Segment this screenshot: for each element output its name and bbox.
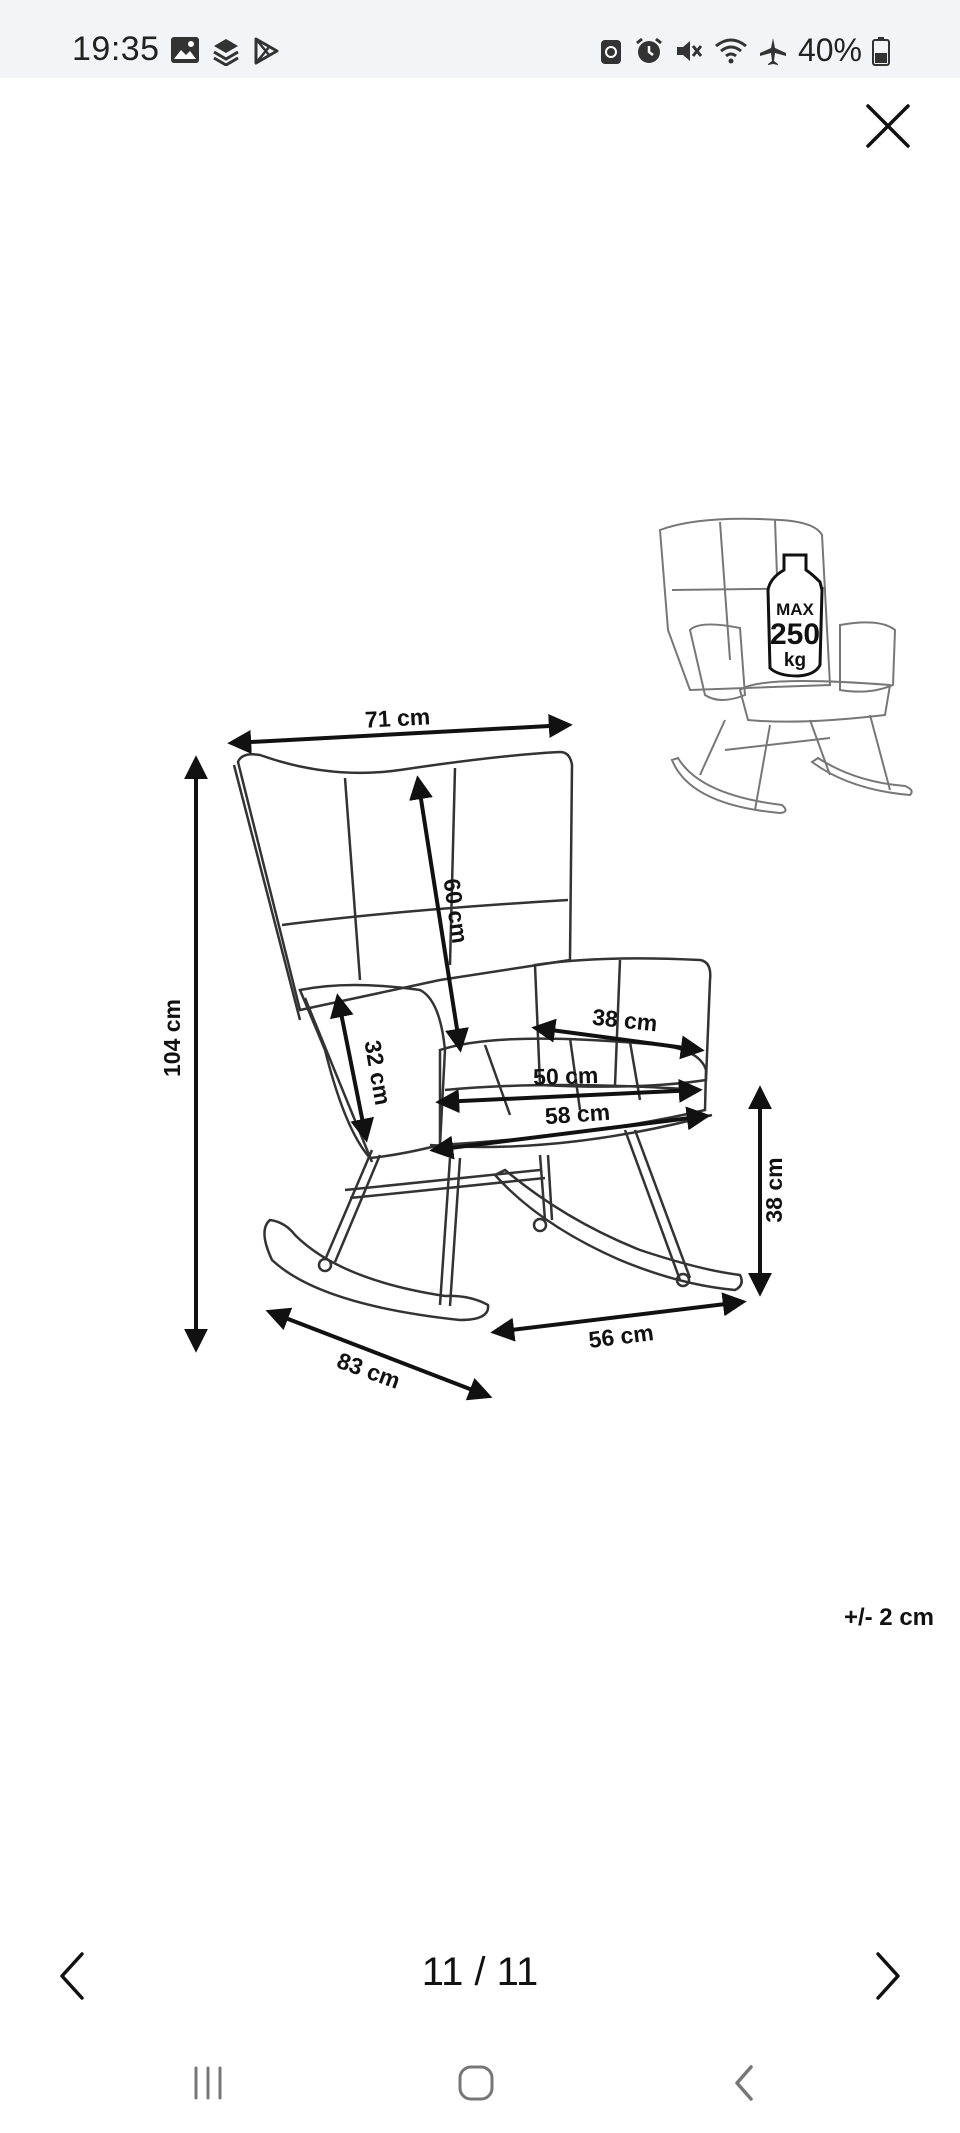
dim-seat-height: 38 cm <box>761 1157 787 1222</box>
dim-seat-width-outer: 58 cm <box>544 1099 611 1129</box>
image-counter: 11 / 11 <box>421 1950 539 1994</box>
chevron-right-icon <box>876 1952 900 2000</box>
airplane-icon <box>759 37 786 65</box>
status-time: 19:35 <box>72 30 160 68</box>
home-icon <box>458 2065 494 2101</box>
wifi-icon <box>715 38 747 63</box>
dim-total-height: 104 cm <box>159 999 185 1077</box>
previous-image-button[interactable] <box>52 1948 92 2004</box>
status-left-icons <box>170 36 280 66</box>
back-icon <box>735 2065 753 2101</box>
dim-width-top: 71 cm <box>364 703 430 732</box>
status-bar: 19:35 <box>0 0 960 78</box>
recycle-icon <box>600 39 621 64</box>
system-nav-bar <box>0 2040 960 2133</box>
tolerance-note: +/- 2 cm <box>843 1604 934 1631</box>
image-pager: 11 / 11 <box>0 1940 960 2012</box>
battery-icon <box>872 36 890 66</box>
status-right-icons: 40% <box>598 32 890 69</box>
close-icon <box>866 104 910 148</box>
max-value: 250 <box>770 618 820 651</box>
max-load-weight: MAX 250 kg <box>766 553 824 678</box>
alarm-icon <box>636 37 662 63</box>
layers-icon <box>213 39 239 66</box>
product-image: MAX 250 kg <box>0 490 960 1640</box>
chair-dimension-diagram: MAX 250 kg <box>159 517 913 1401</box>
dim-rocker-length: 56 cm <box>587 1319 655 1353</box>
close-button[interactable] <box>860 98 916 154</box>
main-chair <box>232 750 743 1322</box>
next-image-button[interactable] <box>868 1948 908 2004</box>
max-unit: kg <box>784 650 806 671</box>
recents-button[interactable] <box>178 2058 238 2108</box>
back-button[interactable] <box>714 2058 774 2108</box>
thumbnail-chair <box>658 517 913 815</box>
chevron-left-icon <box>60 1952 84 2000</box>
home-button[interactable] <box>446 2058 506 2108</box>
mute-icon <box>676 40 703 61</box>
recents-icon <box>194 2066 222 2100</box>
dim-armrest-width: 38 cm <box>591 1004 659 1037</box>
gallery-icon <box>171 37 199 63</box>
dimension-arrows <box>184 714 772 1401</box>
max-label: MAX <box>776 600 814 619</box>
dim-seat-width-inner: 50 cm <box>533 1062 599 1090</box>
battery-percent: 40% <box>797 32 862 68</box>
dim-armrest-height: 32 cm <box>359 1038 396 1107</box>
play-store-icon <box>254 37 279 65</box>
dim-depth-side: 83 cm <box>334 1347 404 1394</box>
